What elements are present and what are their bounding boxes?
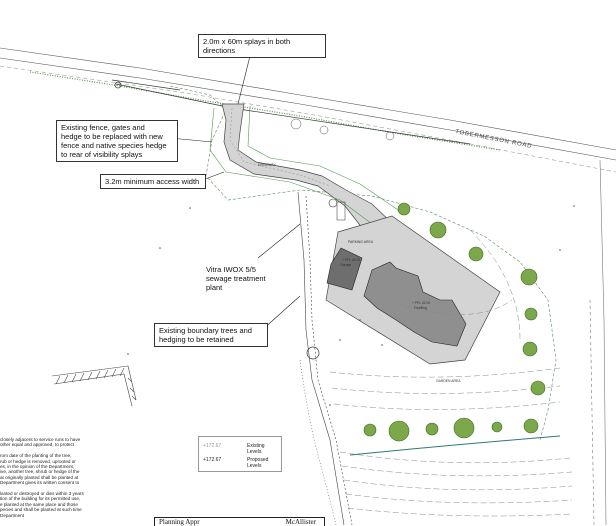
dwelling-building [363,261,467,347]
title-block: Planning Appr McAllister [154,517,325,526]
sewage-plant-symbol [328,198,346,221]
garage-label: Garage [340,263,351,267]
proposed-trees [363,202,546,442]
sewage-plant-callout: Vitra IWOX 5/5 sewage treatment plant [206,265,266,292]
dwelling-label: Dwelling [414,306,427,310]
road-edges [0,47,616,173]
splays-callout: 2.0m x 60m splays in both directions [198,34,326,58]
dwelling-level-label: + FFL 42.00 [412,301,430,305]
fence-callout: Existing fence, gates and hedge to be re… [56,120,178,162]
title-block-left: Planning Appr [159,518,200,526]
access-width-callout: 3.2m minimum access width [100,174,206,189]
title-block-right: McAllister [285,518,316,526]
garage-building [326,247,363,291]
access-driveway [221,103,396,241]
survey-points [127,205,575,406]
east-boundary-fence [589,159,607,525]
garage-level-label: + FFL 42.00 [342,258,360,262]
site-boundary-line [169,85,557,441]
field-boundary-line [349,435,561,456]
road-name-label: TOBERMESSON ROAD [455,129,533,150]
contour-lines [329,229,573,517]
boundary-callout: Existing boundary trees and hedging to b… [154,323,268,347]
garden-label: GARDEN AREA [436,379,461,383]
existing-wall-hatch [51,365,137,407]
existing-roadside-trees [290,118,395,141]
legend-proposed-value: +172.67 [203,457,222,463]
planting-notes: closely adjacent to service runs to have… [0,437,84,518]
splay-marker [114,81,122,89]
parking-label: PARKING AREA [348,240,374,244]
west-boundary-hedge [297,191,353,525]
levels-legend: +172.67 Existing Levels +172.67 Proposed… [198,436,282,472]
boundary-tree-marker [306,346,320,360]
legend-existing-value: +172.67 [203,443,222,449]
legend-existing-label: Existing Levels [247,443,265,455]
legend-proposed-label: Proposed Levels [247,457,269,469]
driveway-label: DRIVEWAY [258,163,276,167]
